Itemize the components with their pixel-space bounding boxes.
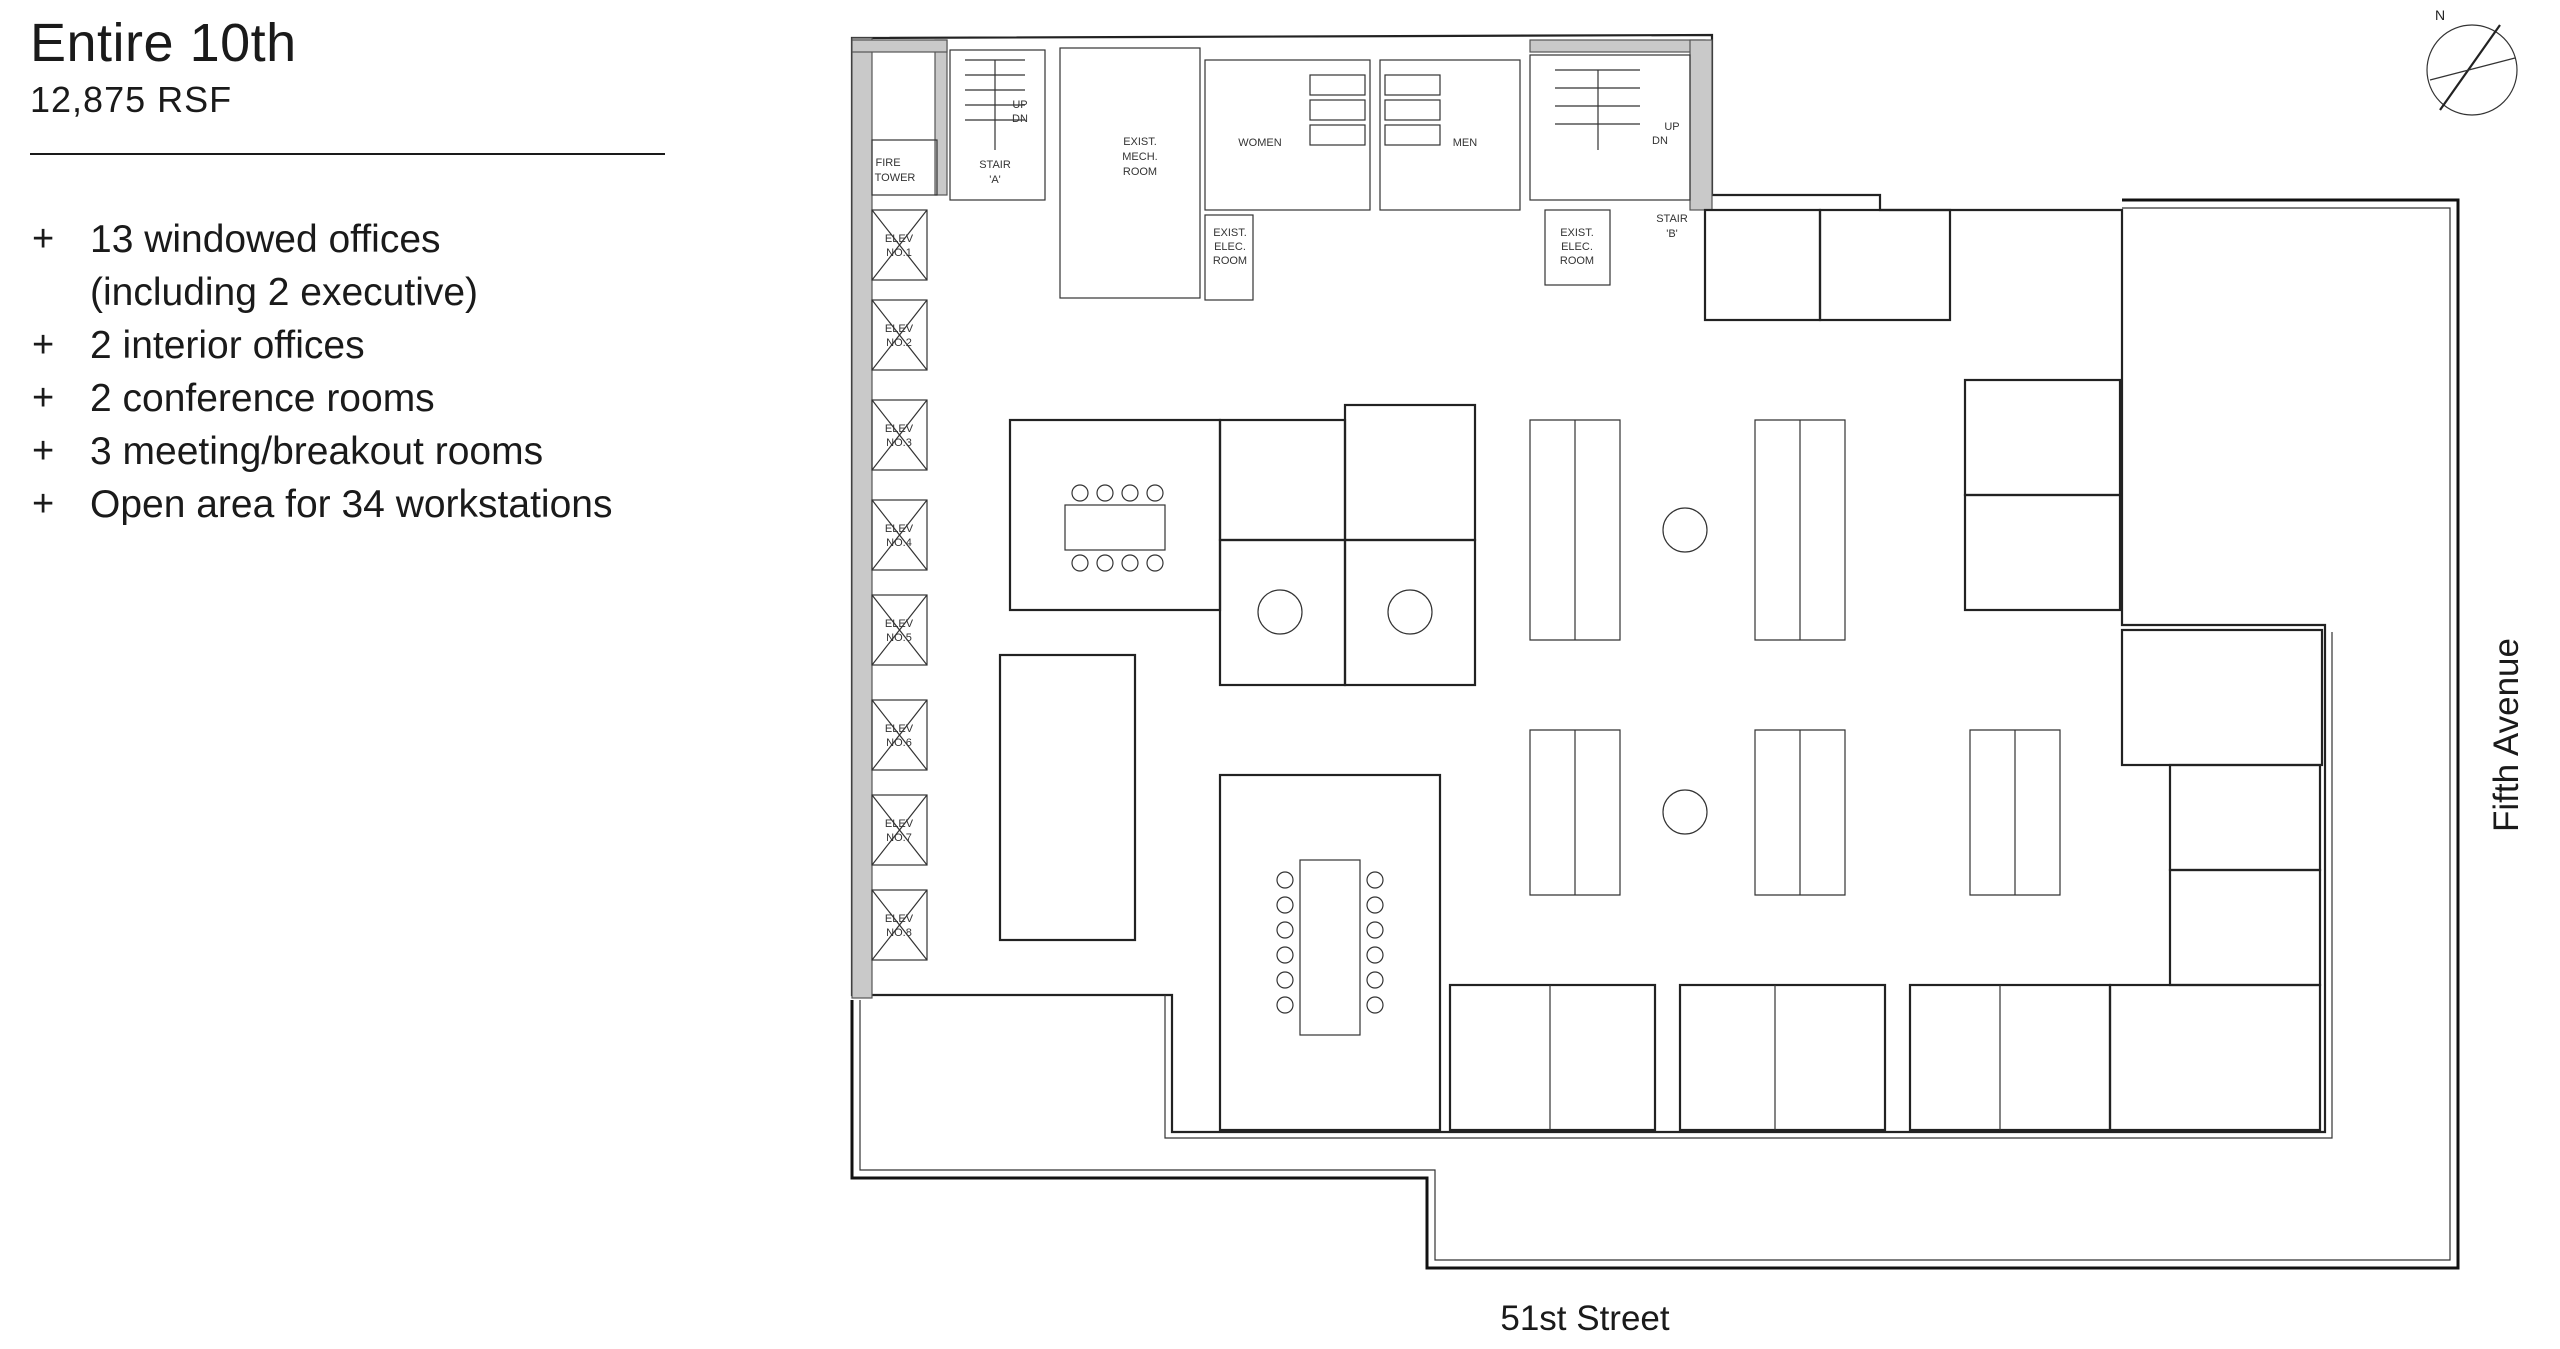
elevator-1: ELEV NO.1 — [871, 209, 928, 281]
feature-text: 2 conference rooms — [90, 377, 435, 421]
workstation-clusters — [1529, 419, 2061, 896]
interior-partitions — [998, 208, 2324, 1132]
feature-item: + 3 meeting/breakout rooms — [30, 425, 670, 478]
elec-west-label-2: ELEC. — [1214, 241, 1246, 253]
elevator-7: ELEV NO.7 — [871, 794, 928, 866]
elevator-label: ELEV — [885, 423, 914, 435]
fire-tower-label-2: TOWER — [875, 172, 916, 184]
elevator-4: ELEV NO.4 — [871, 499, 928, 571]
elevator-label: ELEV — [885, 233, 914, 245]
meeting-tables — [1257, 507, 1708, 835]
elevator-6: ELEV NO.6 — [871, 699, 928, 771]
conference-table-large — [1276, 859, 1384, 1036]
elevator-number: NO.6 — [886, 737, 912, 749]
elevator-label: ELEV — [885, 913, 914, 925]
stair-b-label-2: 'B' — [1666, 228, 1678, 240]
plus-icon: + — [32, 377, 55, 420]
elevator-number: NO.5 — [886, 632, 912, 644]
elec-room-west: EXIST. ELEC. ROOM — [1204, 214, 1254, 301]
street-label-east: Fifth Avenue — [2487, 638, 2526, 832]
elevator-2: ELEV NO.2 — [871, 299, 928, 371]
elevator-number: NO.1 — [886, 247, 912, 259]
stair-a-label-2: 'A' — [989, 174, 1001, 186]
women-label: WOMEN — [1238, 137, 1281, 149]
stair-b: UP DN STAIR 'B' — [1529, 54, 1691, 240]
elec-west-label-1: EXIST. — [1213, 227, 1247, 239]
mech-room: EXIST. MECH. ROOM — [1059, 47, 1201, 299]
feature-item: + 13 windowed offices (including 2 execu… — [30, 213, 670, 319]
elec-east-label-1: EXIST. — [1560, 227, 1594, 239]
stair-b-up-label: UP — [1664, 121, 1679, 133]
elevator-label: ELEV — [885, 323, 914, 335]
stair-b-down-label: DN — [1652, 135, 1668, 147]
core-rooms: FIRE TOWER UP DN STAIR 'A' EXIST. MECH. … — [871, 47, 1691, 301]
elevator-number: NO.7 — [886, 832, 912, 844]
mech-room-label-3: ROOM — [1123, 166, 1157, 178]
core-walls — [851, 37, 1713, 999]
divider — [30, 153, 665, 156]
feature-item: + Open area for 34 workstations — [30, 478, 670, 531]
north-arrow-icon — [2426, 24, 2518, 116]
feature-text: Open area for 34 workstations — [90, 483, 613, 527]
floor-plan: ELEV NO.1 ELEV NO.2 ELEV NO.3 ELEV NO.4 … — [850, 7, 2526, 1338]
plus-icon: + — [32, 218, 55, 261]
feature-text: 2 interior offices — [90, 324, 365, 368]
feature-text: 13 windowed offices — [90, 218, 441, 262]
elec-west-label-3: ROOM — [1213, 255, 1247, 267]
plus-icon: + — [32, 430, 55, 473]
conference-table-small — [1064, 484, 1166, 572]
men-label: MEN — [1453, 137, 1478, 149]
elevator-label: ELEV — [885, 523, 914, 535]
womens-restroom: WOMEN — [1204, 59, 1371, 211]
stair-a-label-1: STAIR — [979, 159, 1011, 171]
mech-room-label-2: MECH. — [1122, 151, 1157, 163]
stair-a: UP DN STAIR 'A' — [949, 49, 1046, 201]
floor-area: 12,875 RSF — [30, 79, 233, 121]
elevator-number: NO.2 — [886, 337, 912, 349]
feature-continuation: (including 2 executive) — [90, 271, 479, 315]
plus-icon: + — [32, 483, 55, 526]
feature-item: + 2 interior offices — [30, 319, 670, 372]
elevator-5: ELEV NO.5 — [871, 594, 928, 666]
fire-tower: FIRE TOWER — [871, 139, 938, 196]
stair-down-label: DN — [1012, 113, 1028, 125]
plus-icon: + — [32, 324, 55, 367]
mech-room-label-1: EXIST. — [1123, 136, 1157, 148]
elevator-3: ELEV NO.3 — [871, 399, 928, 471]
fire-tower-label-1: FIRE — [875, 157, 900, 169]
stair-b-label-1: STAIR — [1656, 213, 1688, 225]
terrace-outline — [850, 198, 2460, 1270]
elec-east-label-3: ROOM — [1560, 255, 1594, 267]
street-label-south: 51st Street — [1500, 1299, 1670, 1338]
elevator-number: NO.4 — [886, 537, 912, 549]
elevator-label: ELEV — [885, 618, 914, 630]
elevator-label: ELEV — [885, 723, 914, 735]
elevator-number: NO.3 — [886, 437, 912, 449]
elevator-bank: ELEV NO.1 ELEV NO.2 ELEV NO.3 ELEV NO.4 … — [871, 209, 928, 961]
feature-item: + 2 conference rooms — [30, 372, 670, 425]
compass-label: N — [2435, 7, 2445, 23]
feature-text: 3 meeting/breakout rooms — [90, 430, 544, 474]
elevator-number: NO.8 — [886, 927, 912, 939]
stair-up-label: UP — [1012, 99, 1027, 111]
feature-list: + 13 windowed offices (including 2 execu… — [30, 213, 670, 531]
compass: N — [2426, 7, 2518, 116]
elec-room-east: EXIST. ELEC. ROOM — [1544, 209, 1611, 286]
floor-title: Entire 10th — [30, 13, 297, 73]
elevator-8: ELEV NO.8 — [871, 889, 928, 961]
elevator-label: ELEV — [885, 818, 914, 830]
listing-info-panel: Entire 10th 12,875 RSF + 13 windowed off… — [30, 13, 670, 531]
mens-restroom: MEN — [1379, 59, 1521, 211]
elec-east-label-2: ELEC. — [1561, 241, 1593, 253]
